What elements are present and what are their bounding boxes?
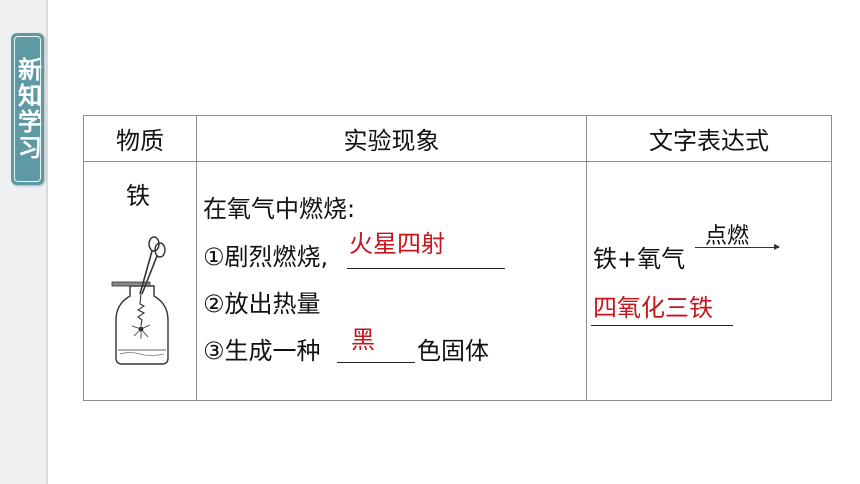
answer-blank-2 (337, 362, 415, 363)
header-substance: 物质 (83, 115, 197, 162)
section-tab-label: 新知学习 (13, 57, 42, 161)
reaction-arrow (695, 247, 779, 248)
section-tab: 新知学习 (11, 33, 44, 185)
expression-product: 四氧化三铁 (593, 294, 713, 322)
table-header-row: 物质 实验现象 文字表达式 (83, 115, 832, 162)
iron-wire-in-oxygen-jar-illustration (111, 236, 169, 365)
expression-reactants: 铁+氧气 (593, 245, 686, 273)
answer-line1: 火星四射 (349, 230, 445, 258)
expression-cell: 铁+氧气 点燃 ▸ 四氧化三铁 (586, 161, 832, 401)
phenomena-line2: ②放出热量 (203, 290, 321, 318)
header-expression: 文字表达式 (586, 115, 832, 162)
phenomena-line1-prefix: ①剧烈燃烧, (203, 243, 329, 271)
table-row: 铁 (83, 161, 832, 401)
arrow-head-icon: ▸ (774, 239, 781, 253)
answer-blank-3 (591, 325, 733, 326)
phenomena-cell: 在氧气中燃烧: ①剧烈燃烧, 火星四射 ②放出热量 ③生成一种 黑 色固体 (196, 161, 587, 401)
phenomena-line3-prefix: ③生成一种 (203, 337, 321, 365)
answer-line3: 黑 (351, 326, 375, 354)
phenomena-line3-suffix: 色固体 (417, 337, 489, 365)
header-phenomena: 实验现象 (196, 115, 587, 162)
answer-blank-1 (347, 268, 505, 269)
substance-cell: 铁 (83, 161, 197, 401)
experiment-table: 物质 实验现象 文字表达式 铁 (83, 115, 832, 401)
reaction-condition: 点燃 (705, 224, 750, 249)
phenomena-intro: 在氧气中燃烧: (203, 195, 356, 223)
substance-name: 铁 (126, 182, 150, 210)
